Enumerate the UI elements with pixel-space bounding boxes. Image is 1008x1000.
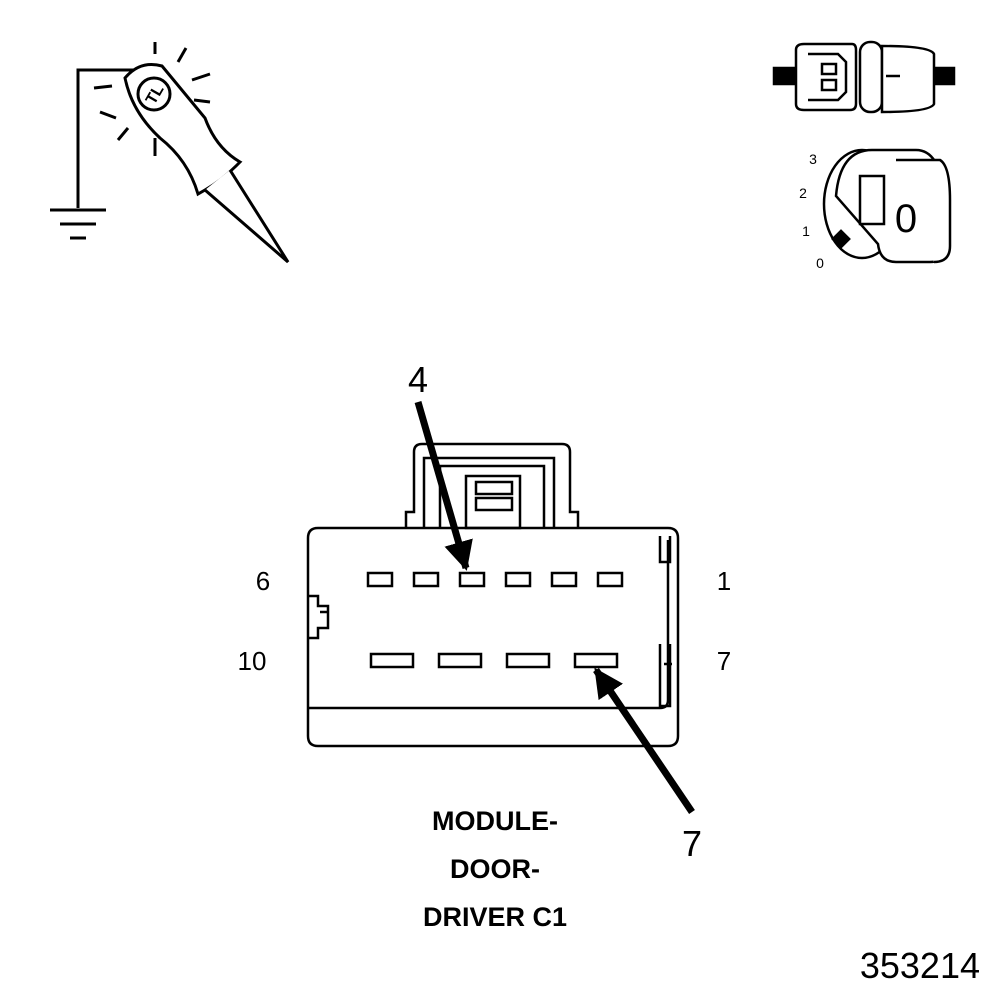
figure-number: 353214: [860, 945, 980, 986]
connector-bottom-row: [369, 652, 619, 669]
connector-face-icon: [306, 442, 680, 748]
pin-label-6: 6: [256, 566, 270, 596]
callout-arrow-7: [593, 667, 695, 814]
pin-cavity-5: [412, 571, 440, 588]
ignition-position-3: 3: [809, 151, 817, 167]
test-light-probe-icon: TL: [50, 42, 290, 264]
ignition-position-0: 0: [816, 255, 824, 271]
pin-cavity-9: [437, 652, 483, 669]
connector-title-line-2: DOOR-: [450, 854, 540, 884]
connector-top-row: [366, 571, 624, 588]
connector-title-line-3: DRIVER C1: [423, 902, 567, 932]
callout-label-4: 4: [408, 359, 428, 400]
ignition-key-label: 0: [895, 197, 917, 241]
pin-label-7: 7: [717, 646, 731, 676]
ignition-position-2: 2: [799, 185, 807, 201]
pin-cavity-10: [369, 652, 415, 669]
pin-cavity-7: [573, 652, 619, 669]
pin-cavity-4: [458, 571, 486, 588]
ignition-key-icon: 3 2 1 0 0: [799, 148, 952, 271]
pin-cavity-6: [366, 571, 394, 588]
pin-cavity-1: [596, 571, 624, 588]
pin-label-10: 10: [238, 646, 267, 676]
ignition-position-1: 1: [802, 223, 810, 239]
ground-symbol-icon: [50, 208, 106, 240]
callout-arrow-4: [414, 401, 473, 571]
connector-title-line-1: MODULE-: [432, 806, 558, 836]
callout-label-7: 7: [682, 823, 702, 864]
pin-cavity-3: [504, 571, 532, 588]
pin-cavity-2: [550, 571, 578, 588]
pin-cavity-8: [505, 652, 551, 669]
pin-label-1: 1: [717, 566, 731, 596]
disconnected-connector-icon: [772, 40, 956, 114]
